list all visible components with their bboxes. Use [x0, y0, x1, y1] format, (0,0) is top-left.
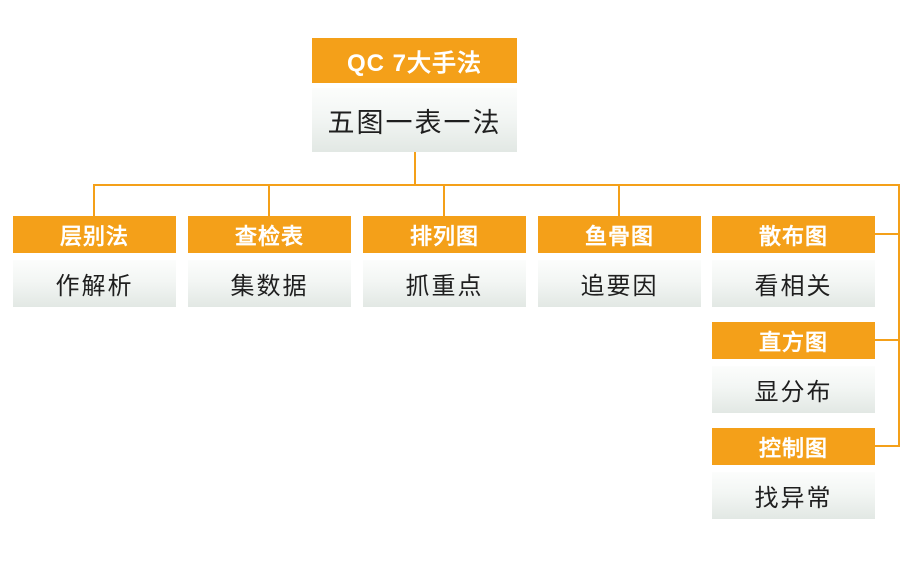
- node-checksheet-header: 查检表: [188, 216, 351, 253]
- node-controlchart-body: 找异常: [712, 472, 875, 519]
- node-scatter-header: 散布图: [712, 216, 875, 253]
- connector-drop-fishbone: [618, 186, 620, 216]
- root-title-box: QC 7大手法: [312, 38, 517, 83]
- node-stratification-body: 作解析: [13, 260, 176, 307]
- connector-main-horizontal: [93, 184, 900, 186]
- connector-root-vertical: [414, 152, 416, 185]
- node-scatter-name: 散布图: [758, 223, 828, 249]
- node-controlchart-header: 控制图: [712, 428, 875, 465]
- connector-stub-histogram: [875, 339, 899, 341]
- connector-right-vertical: [898, 184, 900, 447]
- root-subtitle-label: 五图一表一法: [327, 107, 502, 138]
- connector-drop-checksheet: [268, 186, 270, 216]
- node-stratification-name: 层别法: [59, 223, 129, 249]
- connector-drop-stratification: [93, 186, 95, 216]
- node-checksheet-purpose: 集数据: [230, 274, 309, 300]
- node-pareto-name: 排列图: [409, 223, 479, 249]
- node-stratification-purpose: 作解析: [55, 274, 134, 300]
- connector-stub-scatter: [875, 233, 899, 235]
- node-fishbone-header: 鱼骨图: [538, 216, 701, 253]
- node-scatter-body: 看相关: [712, 260, 875, 307]
- node-pareto-body: 抓重点: [363, 260, 526, 307]
- root-title-label: QC 7大手法: [346, 50, 482, 77]
- node-fishbone-body: 追要因: [538, 260, 701, 307]
- node-pareto-purpose: 抓重点: [405, 274, 484, 300]
- node-fishbone-purpose: 追要因: [580, 274, 659, 300]
- connector-stub-controlchart: [875, 445, 899, 447]
- node-controlchart-purpose: 找异常: [754, 486, 833, 512]
- node-controlchart-name: 控制图: [758, 435, 828, 461]
- connector-drop-pareto: [443, 186, 445, 216]
- node-checksheet-name: 查检表: [234, 223, 304, 249]
- node-histogram-name: 直方图: [758, 329, 828, 355]
- node-fishbone-name: 鱼骨图: [584, 223, 654, 249]
- root-subtitle-box: 五图一表一法: [312, 88, 517, 152]
- node-checksheet-body: 集数据: [188, 260, 351, 307]
- node-histogram-header: 直方图: [712, 322, 875, 359]
- node-histogram-purpose: 显分布: [754, 380, 833, 406]
- node-stratification-header: 层别法: [13, 216, 176, 253]
- node-scatter-purpose: 看相关: [754, 274, 833, 300]
- node-pareto-header: 排列图: [363, 216, 526, 253]
- node-histogram-body: 显分布: [712, 366, 875, 413]
